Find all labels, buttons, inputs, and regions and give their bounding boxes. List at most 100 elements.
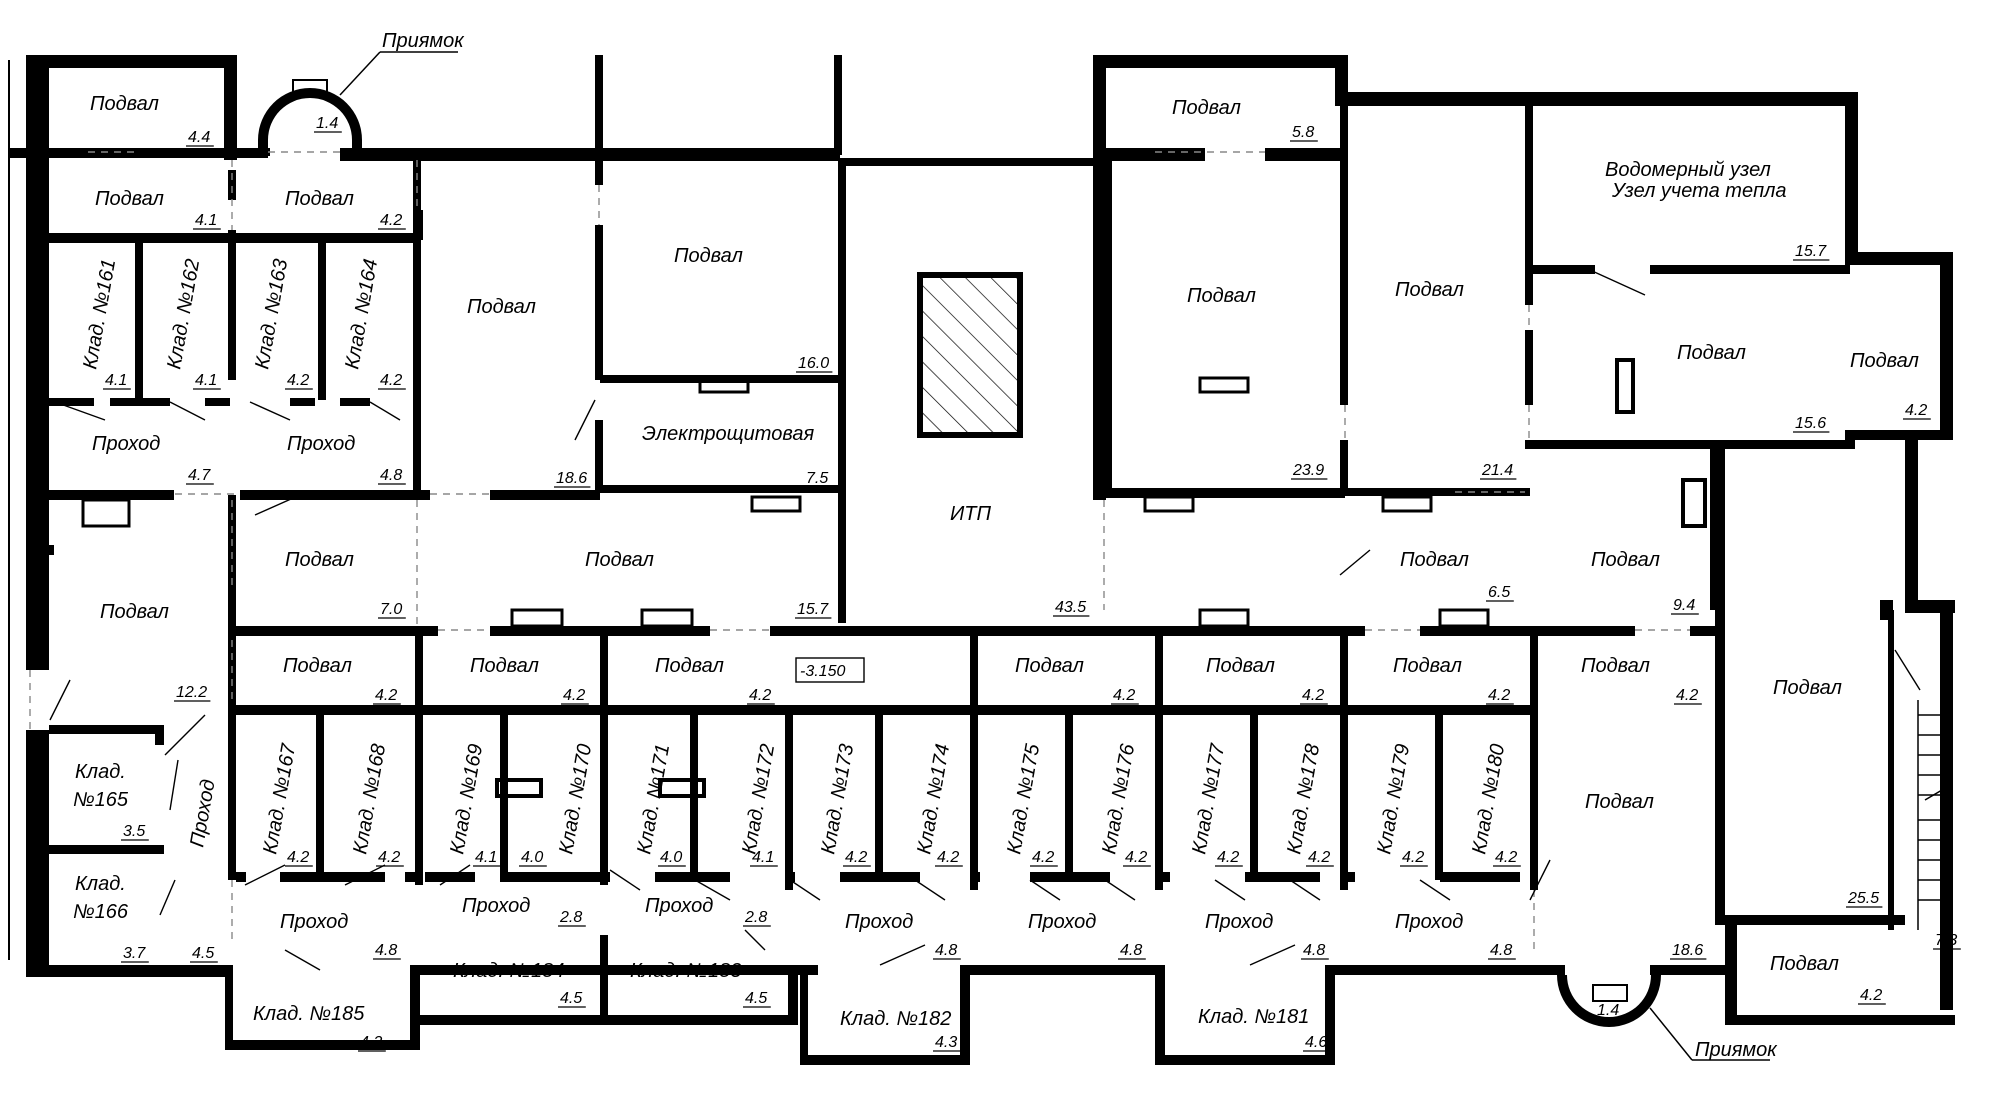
room-area: 6.5 <box>1488 584 1510 601</box>
room-name: Клад. №183 <box>630 960 741 982</box>
room-priyamok-bot: 1.4 <box>1595 1002 1623 1020</box>
room-area: 5.8 <box>1292 124 1314 141</box>
room-podval-65: Подвал 6.5 <box>1400 549 1514 602</box>
room-stair: 7.3 <box>1933 932 1961 950</box>
priyamok-bottom-label: Приямок <box>1695 1039 1778 1061</box>
room-area: 15.7 <box>797 601 829 618</box>
leaders <box>339 51 1770 1061</box>
room-name: Подвал <box>1591 549 1660 571</box>
room-name: Клад. №168 <box>349 742 390 856</box>
room-name: Клад. №185 <box>253 1003 365 1025</box>
room-area: 15.7 <box>1795 243 1827 260</box>
room-prohod-1: Проход 4.7 <box>92 433 214 485</box>
room-name: Клад. <box>75 873 126 895</box>
room-name: Подвал <box>585 549 654 571</box>
room-name: Клад. №176 <box>1098 741 1139 855</box>
vodomer-line2: Узел учета тепла <box>1611 180 1786 202</box>
room-name: Клад. №164 <box>341 257 382 371</box>
room-name: Клад. №169 <box>446 742 487 856</box>
room-name: Подвал <box>1172 97 1241 119</box>
room-name: Проход <box>462 895 530 917</box>
room-area: 25.5 <box>1847 890 1879 907</box>
room-area: 4.2 <box>1495 849 1517 866</box>
room-area: 1.4 <box>1597 1002 1619 1019</box>
room-name: Клад. <box>75 761 126 783</box>
room-area: 4.5 <box>560 990 582 1007</box>
room-name: Клад. №177 <box>1188 741 1229 855</box>
room-area: 2.8 <box>744 909 767 926</box>
room-area: 16.0 <box>798 355 829 372</box>
room-area: 4.0 <box>521 849 543 866</box>
room-area: 4.1 <box>475 849 497 866</box>
room-prohod-5: Проход 2.8 <box>645 895 771 927</box>
room-area: 4.1 <box>195 212 217 229</box>
room-area: 3.7 <box>123 945 146 962</box>
room-priyamok-top: 1.4 <box>314 115 342 133</box>
room-name: Подвал <box>95 188 164 210</box>
room-area: 4.8 <box>1303 942 1325 959</box>
room-name: Подвал <box>1400 549 1469 571</box>
room-area: 4.7 <box>188 467 211 484</box>
room-name: Подвал <box>285 549 354 571</box>
room-area: 4.2 <box>937 849 959 866</box>
room-prohod-8: Проход 4.8 <box>1205 911 1329 960</box>
room-name: Подвал <box>90 93 159 115</box>
room-area: 43.5 <box>1055 599 1086 616</box>
room-area: 4.2 <box>380 372 402 389</box>
staircase <box>1917 700 1945 930</box>
level-label: -3.150 <box>800 663 845 680</box>
room-area: 4.8 <box>935 942 957 959</box>
room-name: Подвал <box>655 655 724 677</box>
room-name: Проход <box>645 895 713 917</box>
room-area: 9.4 <box>1673 597 1695 614</box>
room-name: Клад. №163 <box>251 257 292 371</box>
priyamok-top-label: Приямок <box>382 30 465 52</box>
room-name: Клад. №170 <box>555 742 596 856</box>
room-prohod-7: Проход 4.8 <box>1028 911 1146 960</box>
room-area: 4.1 <box>195 372 217 389</box>
equipment-marks <box>81 79 1707 1002</box>
room-name: Проход <box>1028 911 1096 933</box>
room-name: Подвал <box>1015 655 1084 677</box>
room-name: Электрощитовая <box>642 423 814 445</box>
room-area: 4.8 <box>1120 942 1142 959</box>
room-name: Проход <box>186 778 220 849</box>
doors <box>49 269 1921 971</box>
room-podval-157: Подвал 15.7 <box>585 549 832 619</box>
walls <box>8 55 1955 1065</box>
room-name: Подвал <box>1773 677 1842 699</box>
room-area: 4.2 <box>1113 687 1135 704</box>
room-name: Клад. №172 <box>738 742 779 856</box>
room-name: Проход <box>92 433 160 455</box>
room-name: Проход <box>1205 911 1273 933</box>
room-name-line2: №165 <box>73 789 129 811</box>
room-name: Клад. №178 <box>1283 742 1324 856</box>
room-area: 7.3 <box>1935 932 1957 949</box>
room-area: 7.5 <box>806 470 828 487</box>
room-area: 4.2 <box>287 849 309 866</box>
